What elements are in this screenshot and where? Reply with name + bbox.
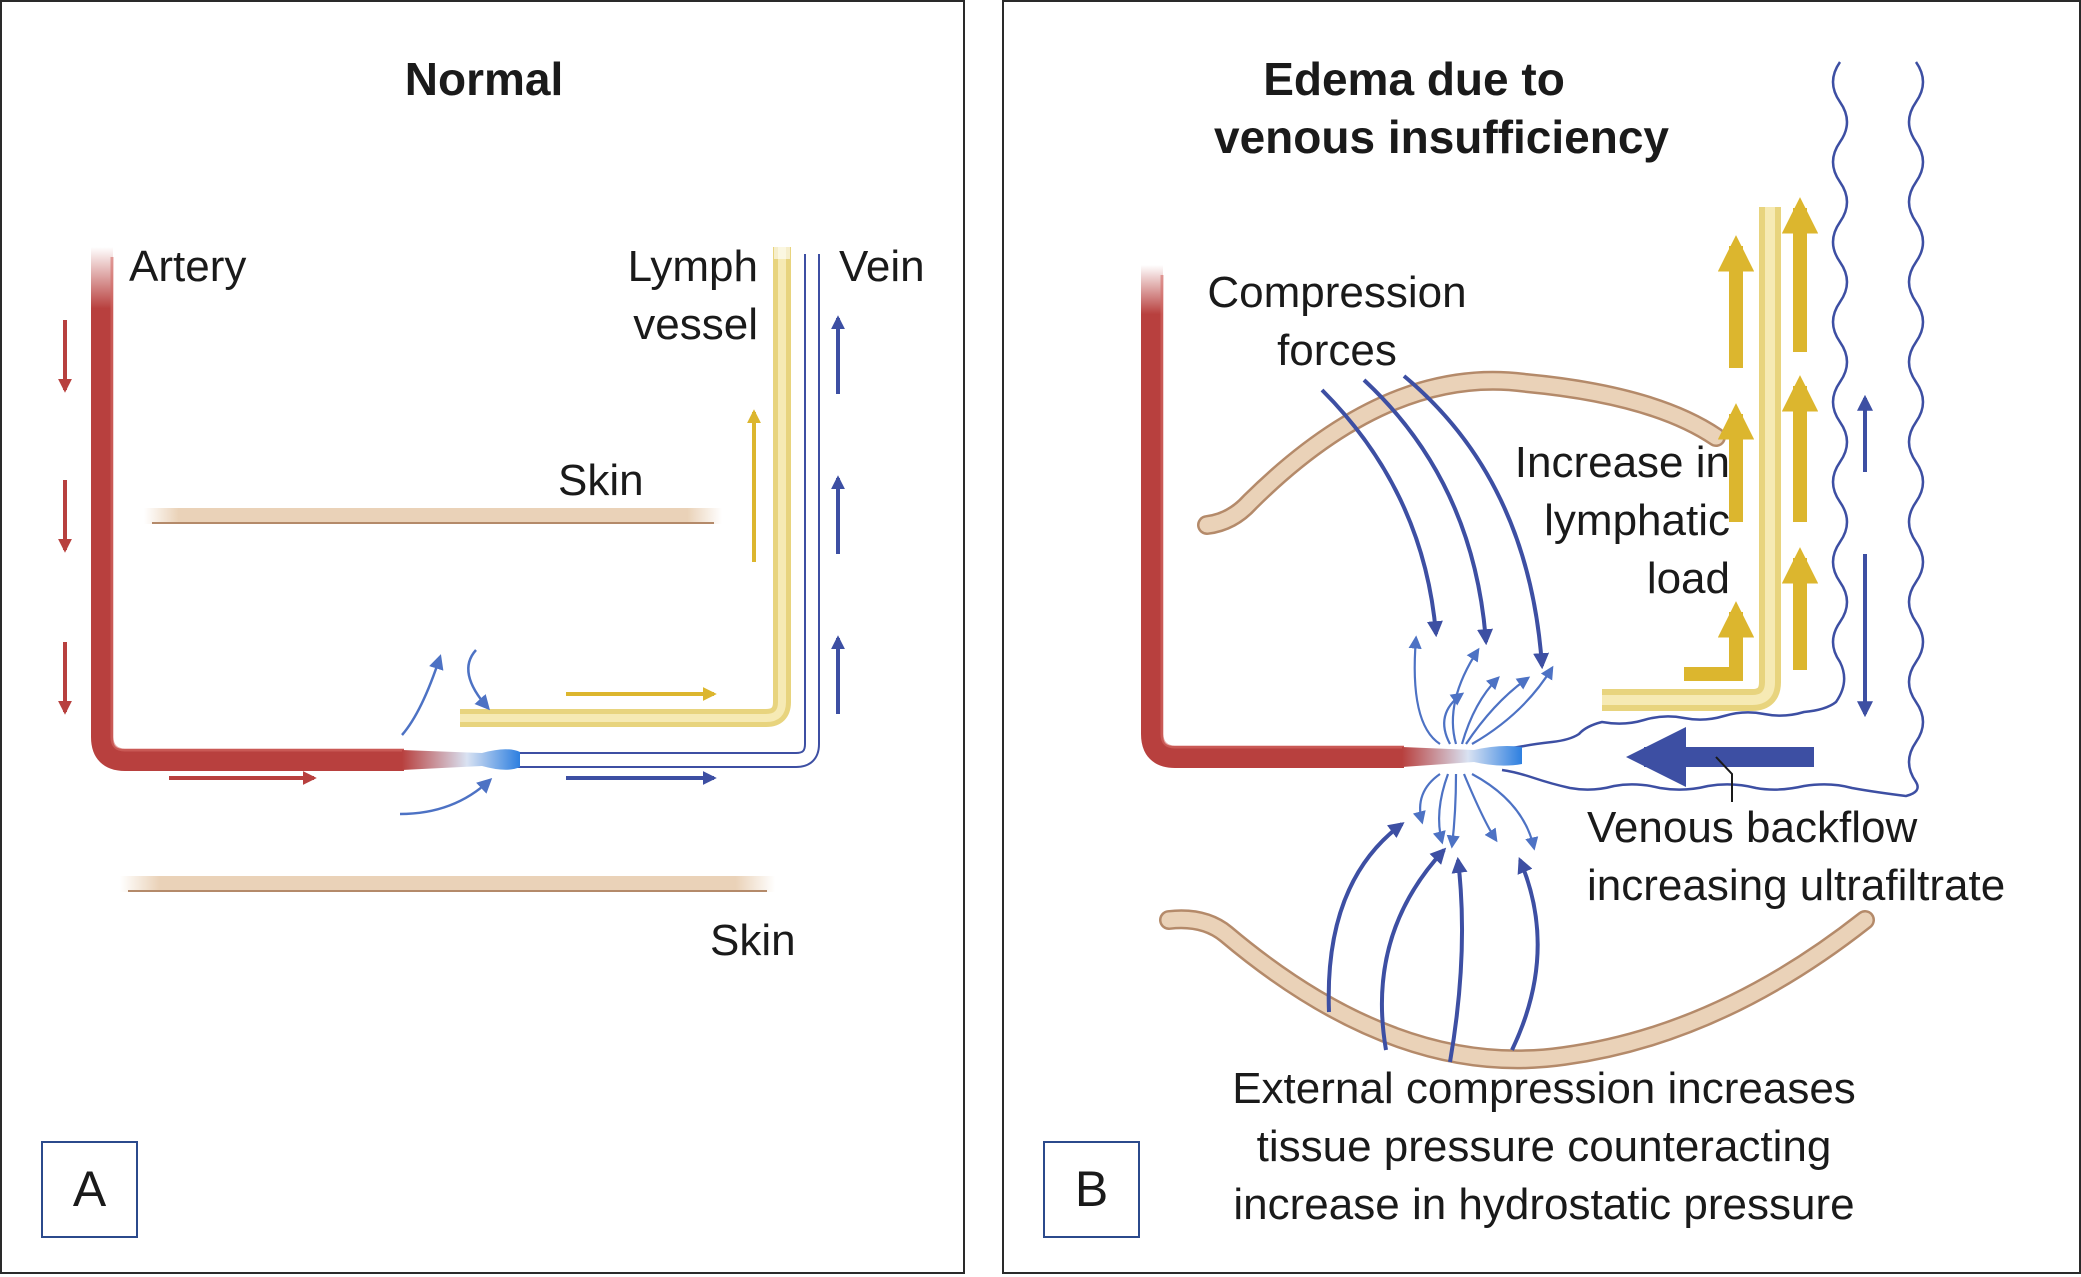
- compression-forces-label-line-2: forces: [1277, 326, 1397, 375]
- panel-a-normal: Normal Artery Lymph vessel Vein Skin Ski…: [0, 0, 965, 1274]
- capillary: [402, 749, 520, 770]
- panel-a-letter: A: [41, 1141, 138, 1238]
- artery-vessel-b: [1141, 265, 1404, 768]
- artery-vessel: [91, 247, 404, 771]
- external-compression-label-line-2: tissue pressure counteracting: [1256, 1122, 1832, 1171]
- compression-forces-label-line-1: Compression: [1207, 268, 1467, 317]
- vein-label: Vein: [839, 242, 925, 291]
- panel-b-title-line-2: venous insufficiency: [1214, 111, 1670, 163]
- panel-b-title-line-1: Edema due to: [1263, 53, 1565, 105]
- compression-force-arrows-top: [1320, 374, 1550, 670]
- external-compression-label-line-1: External compression increases: [1232, 1064, 1856, 1113]
- panel-b-letter: B: [1043, 1141, 1140, 1238]
- lymph-vessel-label: Lymph vessel: [562, 238, 758, 354]
- increased-lymph-flow-arrows: [1684, 197, 1819, 681]
- compression-forces-label: Compression forces: [1172, 264, 1502, 380]
- edema-illustration: [1141, 61, 1925, 1070]
- skin-layer-bottom: [120, 876, 775, 892]
- skin-bottom-label: Skin: [710, 916, 796, 965]
- artery-label: Artery: [129, 242, 247, 291]
- lymphatic-load-label-line-2: lymphatic: [1544, 496, 1730, 545]
- venous-backflow-label-line-1: Venous backflow: [1587, 803, 1918, 852]
- external-compression-label: External compression increases tissue pr…: [1184, 1060, 1904, 1234]
- fluid-exchange-arrows: [399, 649, 493, 816]
- venous-backflow-label: Venous backflow increasing ultrafiltrate: [1587, 799, 2005, 915]
- lymphatic-load-label-line-3: load: [1646, 554, 1730, 603]
- distended-vein-outer-wall: [1501, 61, 1925, 798]
- venous-backflow-label-line-2: increasing ultrafiltrate: [1587, 861, 2006, 910]
- lymph-vessel-label-line-1: Lymph: [627, 242, 758, 291]
- venous-backflow-pointer: [1715, 756, 1733, 802]
- panel-b-edema: Edema due to venous insufficiency Compre…: [1002, 0, 2081, 1274]
- skin-top-label: Skin: [558, 456, 644, 505]
- lymph-flow-arrows: [566, 409, 761, 701]
- fluid-exchange-arrows-b: [1408, 635, 1554, 851]
- distended-vein: [1501, 61, 1849, 752]
- compression-force-arrows-bottom: [1326, 822, 1540, 1063]
- venous-flow-arrows: [566, 315, 845, 785]
- lymph-vessel-label-line-2: vessel: [633, 300, 758, 349]
- normal-circulation-illustration: [58, 247, 845, 892]
- lymphatic-load-label-line-1: Increase in: [1514, 438, 1730, 487]
- arterial-flow-arrows: [58, 320, 317, 785]
- capillary-b: [1402, 746, 1522, 767]
- skin-layer-top: [144, 508, 722, 524]
- panel-a-title: Normal: [404, 53, 564, 105]
- external-compression-label-line-3: increase in hydrostatic pressure: [1233, 1180, 1855, 1229]
- lymphatic-load-label: Increase in lymphatic load: [1474, 434, 1730, 608]
- panel-b-title: Edema due to venous insufficiency: [1214, 50, 1670, 166]
